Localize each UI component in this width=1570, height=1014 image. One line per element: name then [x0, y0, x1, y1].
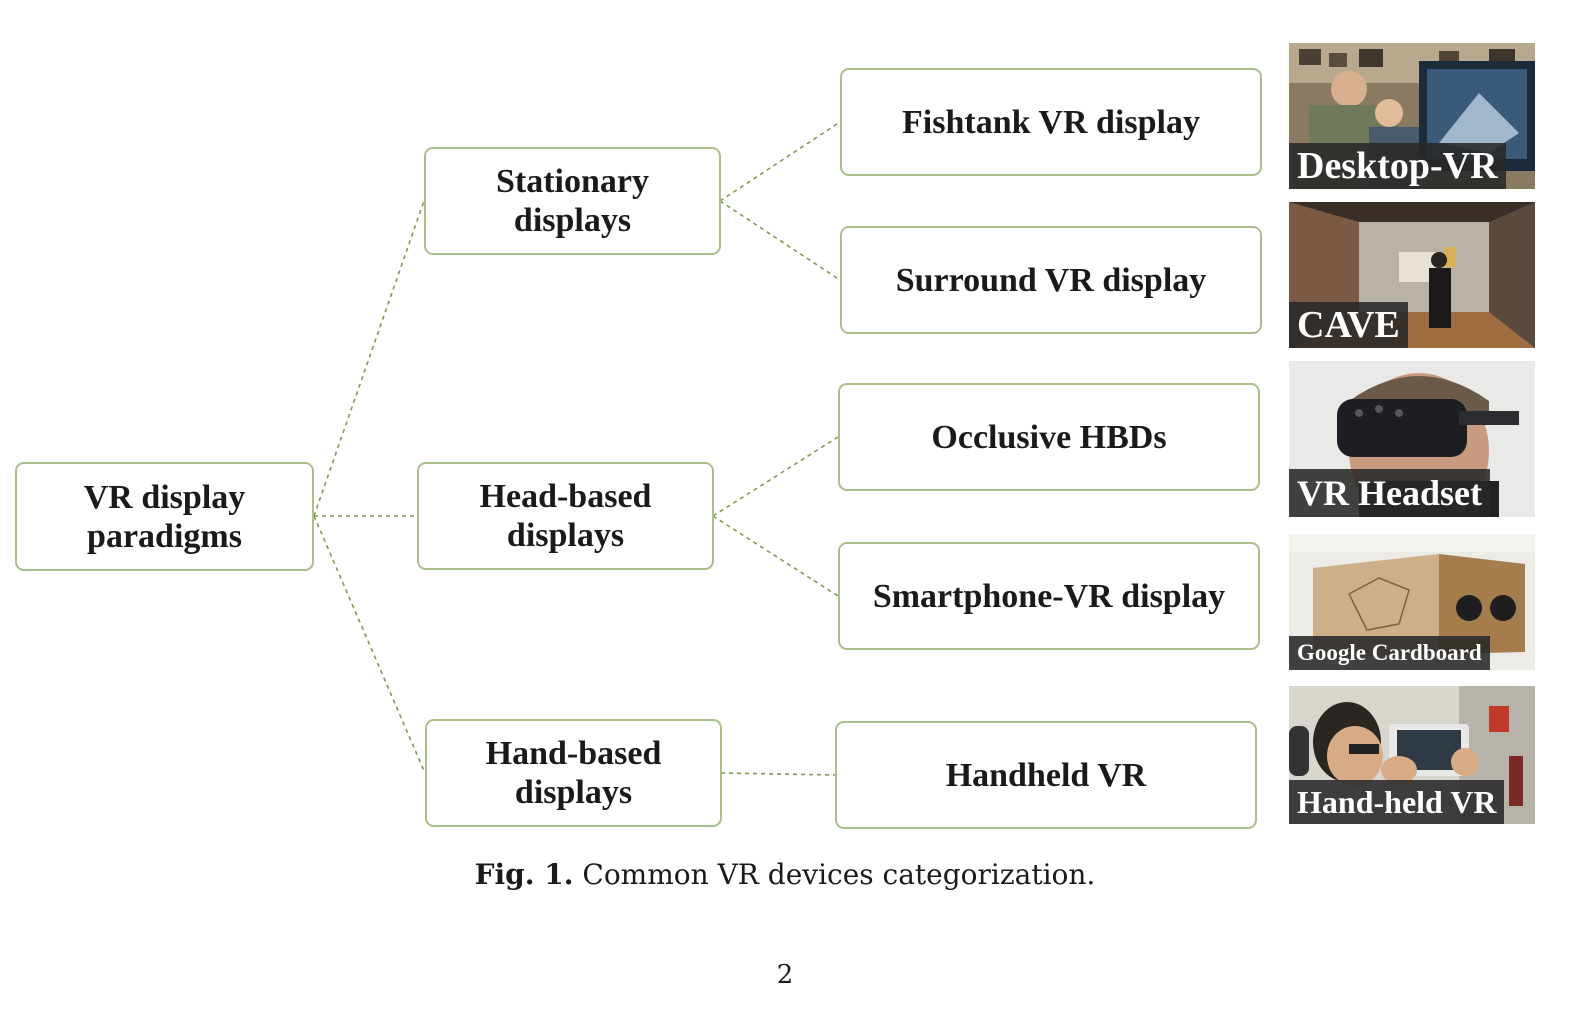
figure-caption: Fig. 1. Common VR devices categorization… — [0, 858, 1570, 891]
leaf-surround-label: Surround VR display — [895, 261, 1207, 299]
category-node-stationary: Stationary displays — [424, 147, 721, 255]
connector-hand-handheld — [720, 772, 836, 776]
category-node-hand-based: Hand-based displays — [425, 719, 722, 827]
connector-root-hand — [313, 515, 426, 774]
photo-vr-headset: VR Headset — [1289, 361, 1535, 517]
cave-label: CAVE — [1289, 302, 1408, 348]
photo-google-cardboard: Google Cardboard — [1289, 534, 1535, 670]
leaf-node-handheld: Handheld VR — [835, 721, 1257, 829]
category-stationary-line-2: displays — [513, 202, 632, 239]
vr-categorization-diagram: VR display paradigms Stationary displays… — [15, 43, 1535, 829]
connector-stationary-fishtank — [719, 121, 841, 202]
figure-caption-prefix: Fig. 1. — [474, 858, 574, 891]
category-stationary-line-1: Stationary — [496, 163, 649, 200]
leaf-node-occlusive: Occlusive HBDs — [838, 383, 1260, 491]
connector-head-occlusive — [712, 436, 839, 517]
photo-cave: CAVE — [1289, 202, 1535, 348]
hand-held-vr-label: Hand-held VR — [1289, 780, 1505, 824]
photo-hand-held-vr: Hand-held VR — [1289, 686, 1535, 824]
desktop-vr-label: Desktop-VR — [1289, 143, 1506, 189]
leaf-node-surround: Surround VR display — [840, 226, 1262, 334]
root-node-vr-display-paradigms: VR display paradigms — [15, 462, 314, 571]
connector-head-smartphone — [712, 515, 839, 597]
vr-headset-label: VR Headset — [1289, 469, 1490, 517]
connector-root-stationary — [313, 200, 425, 517]
leaf-handheld-label: Handheld VR — [945, 756, 1147, 794]
figure-caption-text: Common VR devices categorization. — [582, 858, 1096, 891]
leaf-fishtank-label: Fishtank VR display — [902, 103, 1200, 141]
root-node-line-2: paradigms — [87, 517, 242, 555]
category-head-line-1: Head-based — [479, 478, 652, 515]
root-node-line-1: VR display — [83, 478, 246, 516]
page-number: 2 — [776, 960, 794, 990]
google-cardboard-label: Google Cardboard — [1289, 636, 1490, 670]
leaf-node-fishtank: Fishtank VR display — [840, 68, 1262, 176]
category-hand-line-2: displays — [514, 774, 633, 811]
leaf-node-smartphone: Smartphone-VR display — [838, 542, 1260, 650]
category-hand-line-1: Hand-based — [485, 735, 662, 772]
leaf-smartphone-label: Smartphone-VR display — [872, 577, 1226, 615]
photo-desktop-vr: Desktop-VR — [1289, 43, 1535, 189]
category-node-head-based: Head-based displays — [417, 462, 714, 570]
connector-stationary-surround — [719, 200, 841, 281]
connector-lines — [313, 121, 841, 776]
category-head-line-2: displays — [506, 517, 625, 554]
leaf-occlusive-label: Occlusive HBDs — [931, 418, 1167, 456]
